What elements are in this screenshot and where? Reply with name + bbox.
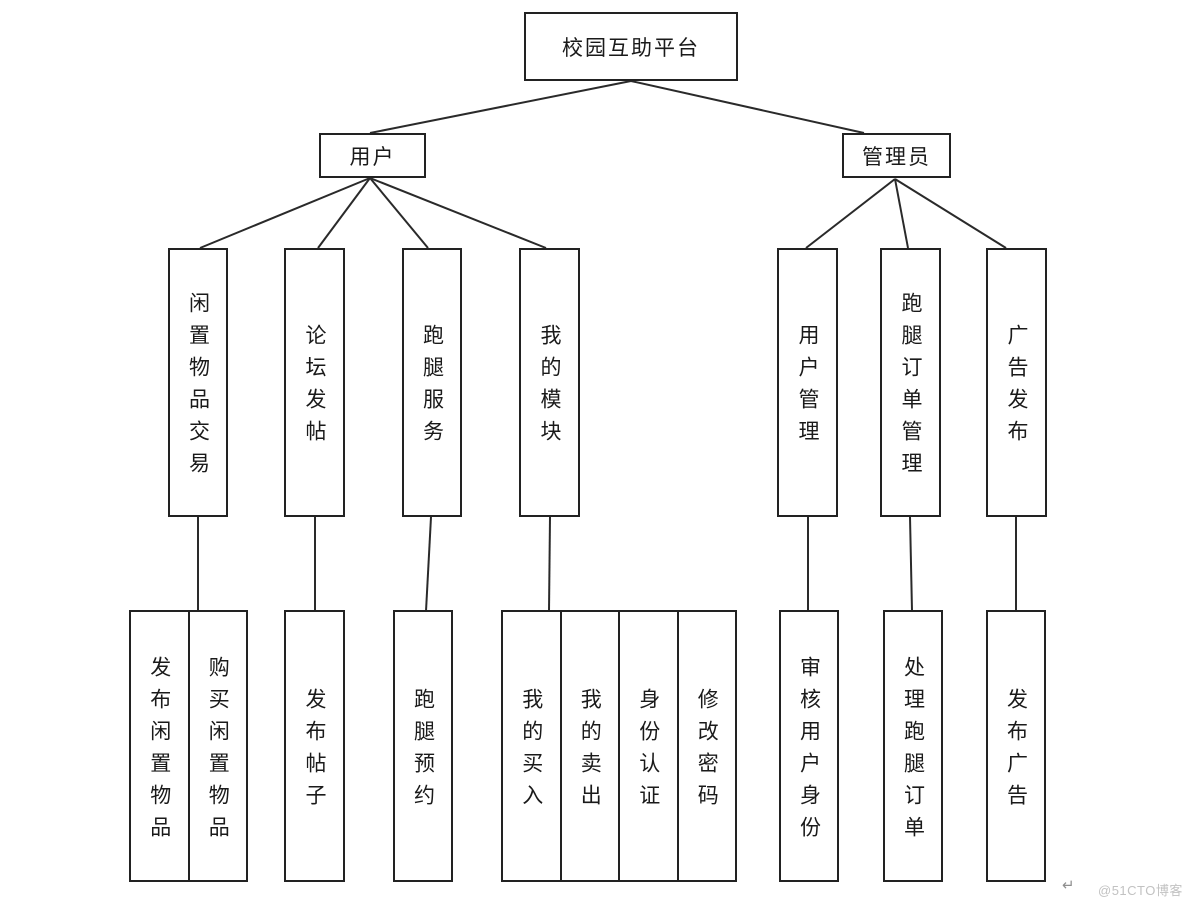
- node-admin-label: 管理员: [862, 145, 931, 169]
- node-user-management: 用户管理: [777, 248, 838, 517]
- node-my-module-label: 我的模块: [538, 324, 561, 452]
- node-handle-errand-orders-label: 处理跑腿订单: [901, 655, 925, 848]
- node-publish-idle-goods-label: 发布闲置物品: [147, 655, 171, 848]
- connector-line: [894, 178, 1007, 249]
- node-errand-booking-label: 跑腿预约: [411, 687, 435, 816]
- node-my-purchases: 我的买入: [503, 612, 560, 880]
- node-errand-service-label: 跑腿服务: [420, 324, 444, 452]
- node-admin: 管理员: [842, 133, 951, 178]
- node-idle-goods-trading-label: 闲置物品交易: [186, 292, 210, 484]
- connector-line: [317, 177, 371, 249]
- node-change-password: 修改密码: [676, 612, 736, 880]
- connector-line: [369, 80, 632, 134]
- node-publish-ad: 发布广告: [986, 610, 1046, 882]
- connector-line: [548, 516, 551, 612]
- node-publish-idle-goods: 发布闲置物品: [131, 612, 188, 880]
- node-publish-ad-label: 发布广告: [1004, 687, 1028, 816]
- node-my-purchases-label: 我的买入: [519, 687, 543, 816]
- node-publish-post: 发布帖子: [284, 610, 345, 882]
- node-user-label: 用户: [349, 145, 396, 169]
- node-publish-post-label: 发布帖子: [303, 687, 326, 816]
- node-my-sales: 我的卖出: [559, 612, 619, 880]
- node-root-label: 校园互助平台: [562, 36, 700, 60]
- connector-line: [425, 516, 432, 612]
- connector-line: [369, 177, 547, 249]
- node-user: 用户: [319, 133, 426, 178]
- node-my-sales-label: 我的卖出: [578, 687, 602, 816]
- node-errand-booking: 跑腿预约: [393, 610, 453, 882]
- paragraph-return-icon: ↵: [1062, 877, 1075, 894]
- node-my-module: 我的模块: [519, 248, 580, 517]
- node-idle-goods-trading: 闲置物品交易: [168, 248, 228, 517]
- node-forum-posting-label: 论坛发帖: [303, 324, 326, 452]
- node-errand-order-management-label: 跑腿订单管理: [899, 292, 922, 484]
- node-forum-posting: 论坛发帖: [284, 248, 345, 517]
- node-user-management-label: 用户管理: [796, 324, 819, 452]
- group-idle-goods-leaves: 发布闲置物品 购买闲置物品: [129, 610, 248, 882]
- connector-line: [199, 177, 371, 249]
- connector-line: [894, 178, 909, 249]
- node-ad-publishing-label: 广告发布: [1005, 324, 1028, 452]
- watermark-text: @51CTO博客: [1098, 883, 1183, 898]
- node-identity-verification: 身份认证: [618, 612, 677, 880]
- connector-line: [805, 178, 896, 249]
- node-buy-idle-goods-label: 购买闲置物品: [206, 655, 230, 848]
- node-change-password-label: 修改密码: [695, 687, 719, 816]
- node-buy-idle-goods: 购买闲置物品: [187, 612, 247, 880]
- node-errand-order-management: 跑腿订单管理: [880, 248, 941, 517]
- node-handle-errand-orders: 处理跑腿订单: [883, 610, 943, 882]
- node-review-user-identity-label: 审核用户身份: [797, 655, 821, 848]
- node-errand-service: 跑腿服务: [402, 248, 462, 517]
- node-ad-publishing: 广告发布: [986, 248, 1047, 517]
- node-review-user-identity: 审核用户身份: [779, 610, 839, 882]
- node-identity-verification-label: 身份认证: [636, 687, 660, 816]
- connector-line: [909, 516, 913, 612]
- group-my-module-leaves: 我的买入 我的卖出 身份认证 修改密码: [501, 610, 737, 882]
- connector-line: [369, 177, 429, 249]
- connector-line: [630, 80, 865, 134]
- node-root: 校园互助平台: [524, 12, 738, 81]
